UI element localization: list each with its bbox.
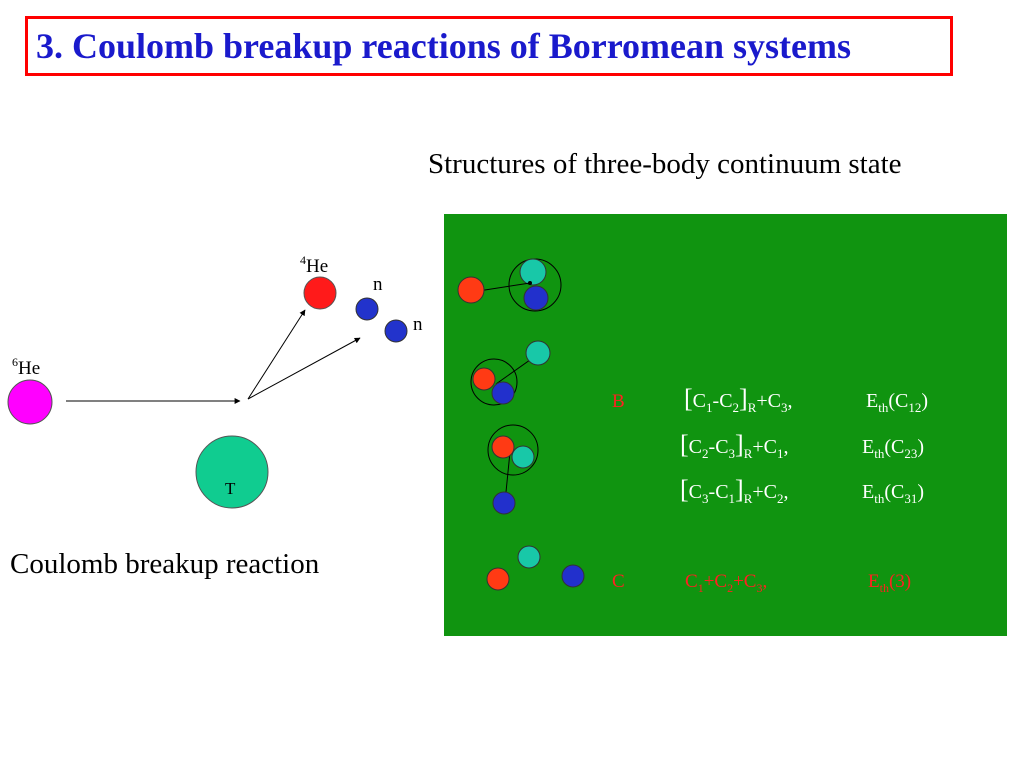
- slide-title: 3. Coulomb breakup reactions of Borromea…: [36, 26, 852, 66]
- cluster-teal: [525, 340, 551, 366]
- cluster-blue: [561, 564, 585, 588]
- panel-heading: Structures of three-body continuum state: [428, 148, 902, 180]
- cluster-red: [472, 367, 496, 391]
- row-c-label: C: [612, 571, 625, 592]
- channel-formula-2: [C2-C3]R+C1,: [680, 430, 789, 461]
- fragment-arrow-neutrons: [247, 337, 361, 400]
- row-c: C C1+C2+C3, Eth(3): [612, 571, 911, 595]
- cluster-red: [491, 435, 515, 459]
- threshold-energy-2: Eth(C23): [862, 436, 924, 461]
- diagram-caption: Coulomb breakup reaction: [10, 548, 320, 580]
- title-frame: [25, 16, 953, 76]
- cluster-teal: [519, 258, 547, 286]
- config-three-free: [486, 545, 585, 591]
- config-pair-31: [487, 424, 539, 515]
- cluster-center: [528, 281, 532, 285]
- cluster-teal: [511, 445, 535, 469]
- fragment-arrow-alpha: [247, 309, 306, 400]
- config-pair-12: [470, 340, 551, 406]
- threshold-energy-3: Eth(C31): [862, 481, 924, 506]
- projectile-nucleus: [7, 379, 53, 425]
- neutron-2: [384, 319, 408, 343]
- cluster-teal: [517, 545, 541, 569]
- pair-cluster-ring: [470, 358, 518, 406]
- three-body-formula: C1+C2+C3,: [685, 571, 767, 595]
- threshold-energy-1: Eth(C12): [866, 390, 928, 415]
- three-body-threshold: Eth(3): [868, 571, 911, 595]
- cluster-blue: [492, 491, 516, 515]
- channel-formula-3: [C3-C1]R+C2,: [680, 475, 789, 506]
- alpha-label: 4He: [300, 253, 328, 277]
- projectile-label: 6He: [12, 355, 40, 379]
- config-pair-23: [457, 258, 562, 312]
- neutron-label-1: n: [373, 274, 383, 295]
- pair-cluster-ring: [487, 424, 539, 476]
- target-label: T: [225, 479, 236, 498]
- channel-formulas: [C1-C2]R+C3, Eth(C12) [C2-C3]R+C1, Eth(C…: [680, 384, 928, 506]
- alpha-particle: [303, 276, 337, 310]
- neutron-label-2: n: [413, 314, 423, 335]
- neutron-1: [355, 297, 379, 321]
- cluster-blue: [523, 285, 549, 311]
- row-b-label: B: [612, 391, 625, 412]
- cluster-red: [457, 276, 485, 304]
- channel-formula-1: [C1-C2]R+C3,: [684, 384, 793, 415]
- reaction-diagram: 6He 4He n n T: [7, 253, 423, 509]
- cluster-red: [486, 567, 510, 591]
- cluster-blue: [491, 381, 515, 405]
- target-nucleus: [195, 435, 269, 509]
